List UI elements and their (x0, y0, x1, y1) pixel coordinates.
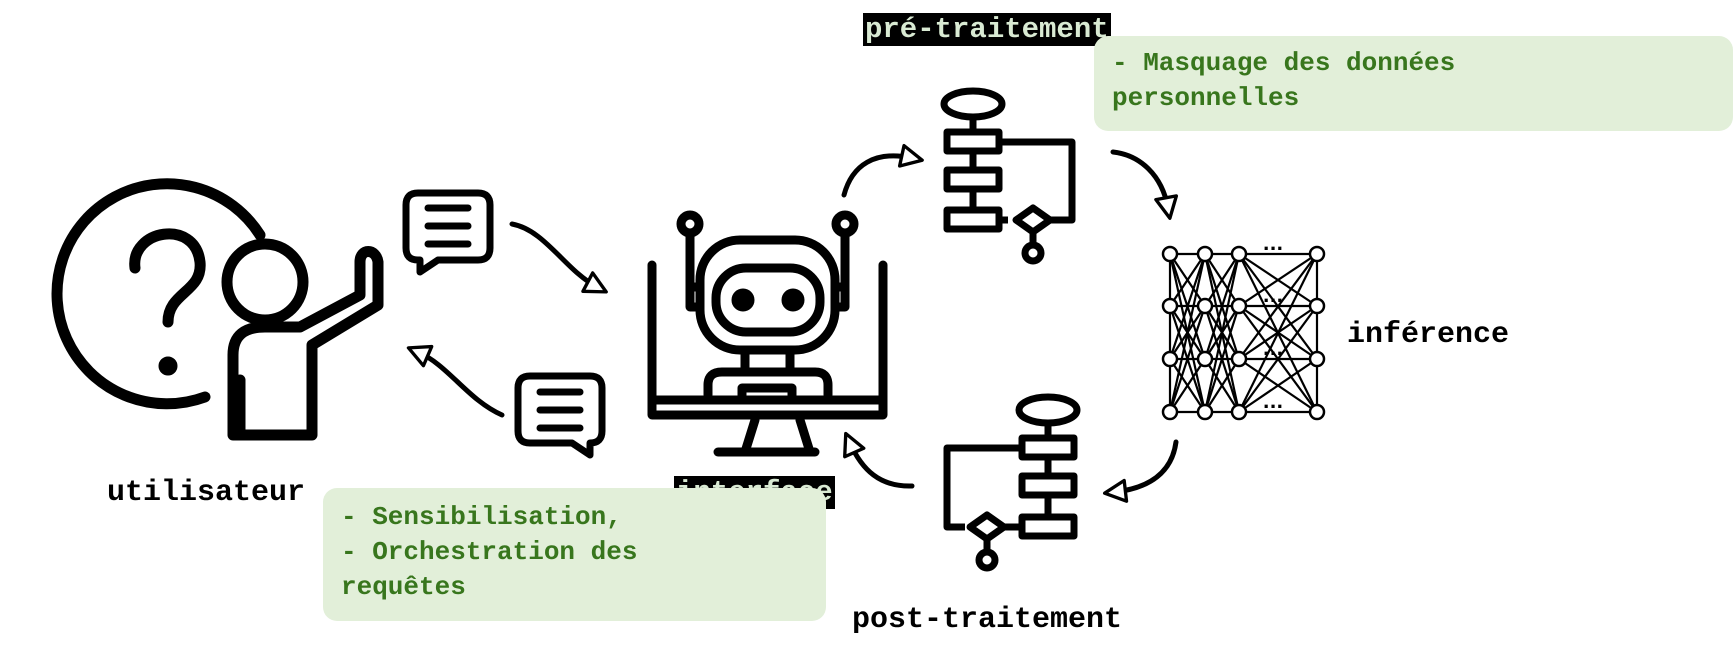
network-edge (1203, 305, 1241, 413)
network-node (1161, 350, 1179, 368)
network-node (1196, 245, 1214, 263)
inference-label: inférence (1347, 318, 1510, 352)
arrow-interface-to-pre (841, 143, 924, 198)
arrow-interface-to-user (406, 344, 505, 418)
post-traitement-label: post-traitement (852, 603, 1123, 637)
network-edge (1168, 253, 1207, 413)
network-edge (1169, 253, 1206, 307)
network-node (1161, 245, 1179, 263)
user-label: utilisateur (107, 476, 306, 510)
neural-network-icon: ............ (1161, 234, 1326, 421)
flowchart-icon (940, 87, 1076, 265)
interface-note: - Sensibilisation, - Orchestration des r… (323, 488, 826, 621)
network-node (1308, 245, 1326, 263)
network-node (1308, 403, 1326, 421)
network-edge (1168, 305, 1207, 413)
network-edge (1203, 253, 1241, 360)
network-edge (1204, 358, 1240, 413)
flowchart-icon (943, 393, 1081, 572)
arrow-inference-to-post (1102, 439, 1179, 503)
pre-traitement-note: - Masquage des données personnelles (1094, 36, 1733, 131)
network-edge (1238, 253, 1318, 307)
network-edge (1203, 253, 1241, 413)
network-node (1196, 350, 1214, 368)
network-node (1230, 245, 1248, 263)
network-edge (1238, 305, 1318, 413)
network-edge (1238, 253, 1318, 360)
network-node (1196, 297, 1214, 315)
network-node (1230, 350, 1248, 368)
network-ellipsis: ... (1263, 392, 1284, 413)
network-edge (1204, 253, 1240, 307)
chat-bubble-icon (402, 189, 494, 276)
arrow-user-to-interface (509, 221, 608, 294)
network-node (1230, 403, 1248, 421)
network-node (1230, 297, 1248, 315)
network-ellipsis: ... (1263, 339, 1284, 360)
pre-traitement-label: pré-traitement (863, 13, 1111, 46)
network-node (1161, 403, 1179, 421)
network-edge (1168, 253, 1207, 360)
network-ellipsis: ... (1263, 286, 1284, 307)
network-node (1308, 350, 1326, 368)
chat-bubble-icon (514, 372, 606, 459)
network-node (1308, 297, 1326, 315)
network-node (1196, 403, 1214, 421)
network-node (1161, 297, 1179, 315)
arrow-post-to-interface (843, 431, 915, 489)
robot-monitor-icon (647, 210, 888, 457)
network-ellipsis: ... (1263, 234, 1284, 255)
user-question-icon (51, 178, 384, 441)
network-edge (1238, 358, 1318, 413)
arrow-pre-to-inference (1110, 149, 1179, 220)
network-edge (1238, 253, 1318, 413)
network-edge (1169, 358, 1206, 413)
